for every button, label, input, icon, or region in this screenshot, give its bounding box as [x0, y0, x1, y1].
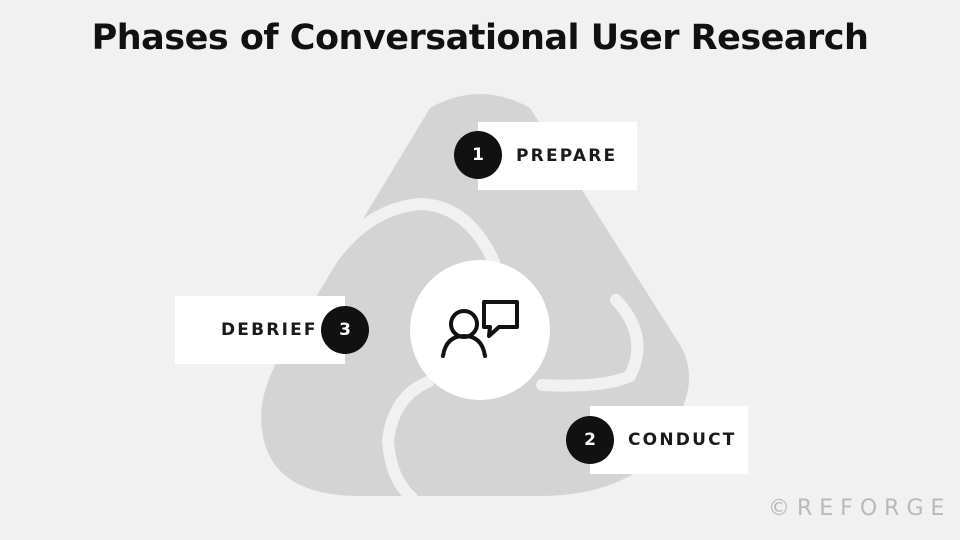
phase-number-badge-2: 2 [566, 416, 614, 464]
segment-divider-right [536, 294, 644, 392]
phase-card-conduct: CONDUCT [590, 406, 748, 474]
phase-card-debrief: DEBRIEF [175, 296, 345, 364]
segment-divider-bottom [381, 376, 434, 504]
phase-number-badge-1: 1 [454, 131, 502, 179]
phase-label-conduct: CONDUCT [628, 430, 737, 450]
phase-number-badge-3: 3 [321, 306, 369, 354]
phase-label-debrief: DEBRIEF [221, 320, 318, 340]
reforge-watermark: ©REFORGE [768, 496, 952, 521]
phase-card-prepare: PREPARE [478, 122, 637, 190]
people-conversation-icon [441, 300, 519, 358]
slide-title: Phases of Conversational User Research [91, 18, 869, 58]
segment-divider-top [304, 197, 500, 302]
phase-label-prepare: PREPARE [516, 146, 618, 166]
center-circle [410, 260, 550, 400]
